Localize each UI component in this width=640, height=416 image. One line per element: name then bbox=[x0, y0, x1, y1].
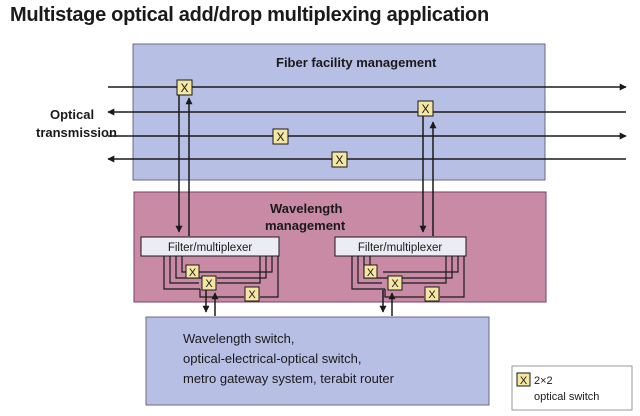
wavelength-label-line2: management bbox=[265, 218, 346, 233]
legend: X 2×2 optical switch bbox=[511, 365, 633, 411]
svg-text:X: X bbox=[421, 102, 429, 116]
svg-text:X: X bbox=[248, 289, 256, 301]
filter-multiplexer-left-label: Filter/multiplexer bbox=[168, 242, 253, 254]
left-bottom-links bbox=[202, 290, 219, 316]
optical-label-line2: transmission bbox=[36, 125, 117, 140]
optical-switch-fiber-2: X bbox=[417, 100, 434, 117]
svg-text:X: X bbox=[189, 267, 197, 279]
fiber-facility-label: Fiber facility management bbox=[276, 55, 437, 70]
optical-switch-left-c: X bbox=[244, 286, 260, 302]
svg-text:X: X bbox=[428, 289, 436, 301]
filter-multiplexer-left bbox=[140, 236, 280, 257]
optical-switch-left-b: X bbox=[201, 275, 217, 291]
filter-multiplexer-right-label: Filter/multiplexer bbox=[358, 242, 443, 254]
optical-switch-fiber-4: X bbox=[331, 151, 348, 168]
switch-system-line2: optical-electrical-optical switch, bbox=[183, 351, 361, 366]
svg-text:X: X bbox=[205, 278, 213, 290]
optical-switch-fiber-3: X bbox=[272, 128, 289, 145]
optical-switch-right-b: X bbox=[387, 275, 403, 291]
filter-multiplexer-right bbox=[334, 236, 467, 257]
right-bottom-links bbox=[379, 290, 396, 316]
svg-text:X: X bbox=[391, 278, 399, 290]
switch-system-box bbox=[145, 316, 490, 406]
optical-label-line1: Optical bbox=[50, 107, 94, 122]
optical-switch-fiber-1: X bbox=[176, 79, 193, 96]
svg-text:X: X bbox=[276, 130, 284, 144]
svg-text:X: X bbox=[180, 81, 188, 95]
legend-switch-symbol: X bbox=[520, 375, 528, 387]
optical-switch-right-a: X bbox=[363, 264, 378, 279]
wavelength-label-line1: Wavelength bbox=[270, 201, 343, 216]
svg-text:X: X bbox=[367, 267, 375, 279]
legend-switch-icon bbox=[516, 372, 531, 387]
legend-label-line2: optical switch bbox=[534, 391, 599, 403]
legend-label-line1: 2×2 bbox=[534, 375, 553, 387]
legend-box bbox=[511, 365, 633, 411]
switch-system-line3: metro gateway system, terabit router bbox=[183, 371, 395, 386]
diagram-title: Multistage optical add/drop multiplexing… bbox=[10, 4, 489, 26]
optical-switch-left-a: X bbox=[185, 264, 200, 279]
optical-switch-right-c: X bbox=[424, 286, 440, 302]
svg-text:X: X bbox=[335, 153, 343, 167]
switch-system-line1: Wavelength switch, bbox=[183, 331, 295, 346]
